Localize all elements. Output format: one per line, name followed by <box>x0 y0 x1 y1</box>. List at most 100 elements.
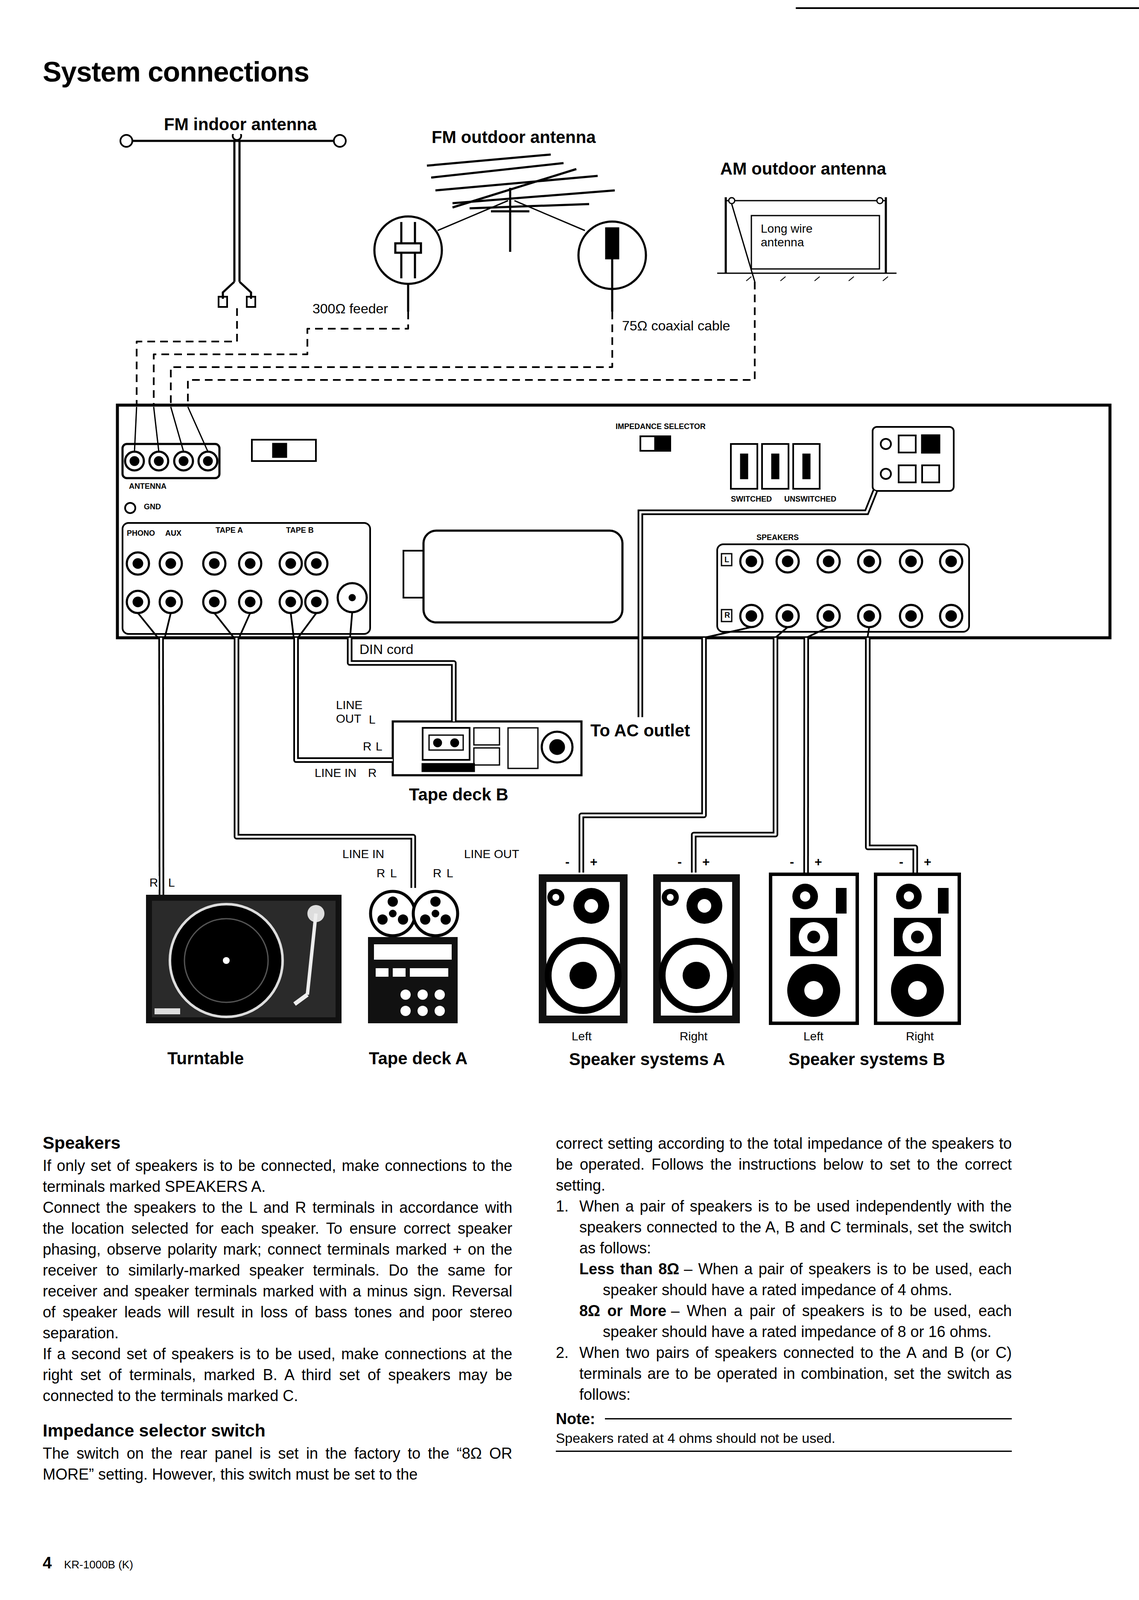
edge-label: 75Ω coaxial cable <box>621 318 731 334</box>
connection-label: R <box>432 866 443 881</box>
receiver-rear-panel-drawing <box>899 550 923 573</box>
receiver-rear-panel-drawing <box>179 457 188 465</box>
receiver-rear-panel-drawing <box>772 454 779 479</box>
cable <box>867 637 916 873</box>
turntable-drawing <box>307 913 316 995</box>
speaker-a-right-drawing <box>660 881 733 1016</box>
panel-label: AUX <box>164 528 183 538</box>
speaker-a-right-drawing <box>686 887 723 924</box>
receiver-rear-panel-drawing <box>946 611 956 621</box>
panel-label: IMPEDANCE SELECTOR <box>614 422 707 432</box>
note-row: Note: <box>555 1408 1012 1430</box>
antenna: FM outdoor antenna <box>371 123 671 312</box>
receiver-rear-panel-drawing <box>203 590 226 614</box>
connector-line <box>867 637 916 873</box>
edge-label: 300Ω feeder <box>311 300 389 317</box>
receiver-rear-panel-drawing <box>133 559 143 568</box>
connector-line <box>693 637 776 873</box>
edge-label: DIN cord <box>358 641 415 658</box>
receiver-rear-panel-drawing <box>286 597 295 607</box>
receiver-rear-panel-drawing <box>867 627 870 638</box>
speaker-a-left-drawing <box>552 893 560 901</box>
antenna-lead <box>136 308 237 406</box>
receiver-rear-panel-drawing <box>337 583 367 613</box>
fm-outdoor-antenna-drawing <box>514 200 585 231</box>
speaker-a-left-drawing <box>584 899 599 913</box>
receiver-rear-panel-drawing <box>137 613 158 638</box>
connector-line <box>805 637 808 873</box>
panel-label: SWITCHED <box>730 494 773 504</box>
speaker: Right <box>875 872 960 1049</box>
tape-deck-a-drawing <box>367 891 458 1024</box>
component-label: FM indoor antenna <box>163 114 318 135</box>
connector-line <box>158 637 165 895</box>
panel-label: ANTENNA <box>128 481 168 491</box>
receiver-rear-panel-drawing <box>305 552 328 575</box>
speaker: Right <box>653 872 740 1049</box>
receiver-rear-panel-drawing <box>922 465 940 483</box>
turntable-drawing <box>169 904 283 1017</box>
speaker-a-left-drawing <box>569 961 597 990</box>
component-label: Speaker systems B <box>787 1049 947 1069</box>
receiver-rear-panel-drawing <box>858 604 881 628</box>
am-antenna-drawing <box>717 197 897 282</box>
speaker-b-left-drawing <box>804 981 824 1000</box>
receiver-rear-panel-drawing <box>245 559 255 568</box>
fm-outdoor-antenna-drawing <box>437 200 509 231</box>
connector-line <box>803 637 809 873</box>
tape-deck-a-drawing <box>440 914 451 925</box>
connector-line <box>236 637 414 888</box>
tape-deck-a-drawing <box>388 909 397 918</box>
tape-deck-a-drawing <box>400 1005 411 1017</box>
tape-deck-a-drawing <box>434 989 445 1000</box>
connection-label: L <box>389 866 398 881</box>
body-text: correct setting according to the total i… <box>555 1133 1012 1196</box>
fm-outdoor-antenna-drawing <box>374 216 442 284</box>
speaker-b-left-drawing <box>790 917 838 957</box>
speaker-b-left-drawing <box>770 874 858 1024</box>
component-label: Turntable <box>166 1048 245 1069</box>
receiver-rear-panel-drawing <box>239 552 262 575</box>
tape-deck-b-drawing <box>541 731 573 763</box>
receiver-rear-panel-drawing <box>823 611 834 621</box>
page-title: System connections <box>42 55 310 88</box>
polarity-mark: + <box>922 854 933 870</box>
fm-outdoor-antenna-drawing <box>374 154 646 312</box>
tape-deck-a-drawing <box>397 914 409 925</box>
receiver-rear-panel-drawing <box>245 597 255 607</box>
connection-label: L <box>374 739 384 754</box>
receiver-rear-panel-drawing <box>125 451 144 471</box>
am-antenna-drawing <box>876 197 883 204</box>
antenna-lead <box>170 311 613 406</box>
fm-outdoor-antenna-drawing <box>490 210 530 213</box>
speaker-a-right-drawing <box>682 961 710 990</box>
receiver-rear-panel-drawing <box>864 556 874 567</box>
body-text: If only set of speakers is to be connect… <box>42 1155 513 1198</box>
page-rule <box>795 7 1139 9</box>
component-label: Long wire antenna <box>759 221 839 250</box>
receiver-rear-panel-drawing <box>204 457 212 465</box>
receiver-rear-panel-drawing <box>880 468 891 479</box>
turntable-drawing <box>151 900 336 1018</box>
speaker-a-right-drawing <box>661 888 679 906</box>
am-antenna-drawing <box>717 272 897 275</box>
polarity-mark: - <box>788 854 795 870</box>
receiver-rear-panel-drawing <box>286 559 295 568</box>
tape-deck-a-drawing <box>434 1005 445 1017</box>
receiver-rear-panel-drawing <box>170 406 184 452</box>
fm-outdoor-antenna-drawing <box>606 228 619 259</box>
fm-indoor-antenna-drawing <box>333 134 346 147</box>
receiver-rear-panel-drawing <box>164 613 171 638</box>
body-text: When a pair of speakers is to be used in… <box>579 1195 1012 1259</box>
polarity-mark: + <box>589 854 599 870</box>
connection-label: R <box>375 866 386 881</box>
receiver-rear-panel-drawing <box>717 544 970 632</box>
receiver-rear-panel-drawing <box>153 406 159 452</box>
receiver-rear-panel-drawing <box>776 550 799 573</box>
speaker-a-right-drawing <box>653 874 740 1024</box>
component-label: Speaker systems A <box>568 1049 726 1069</box>
component-label: Tape deck B <box>408 784 510 805</box>
connection-label: L <box>445 866 455 881</box>
speaker-b-left-drawing <box>800 891 811 902</box>
receiver-rear-panel-drawing <box>730 443 758 489</box>
